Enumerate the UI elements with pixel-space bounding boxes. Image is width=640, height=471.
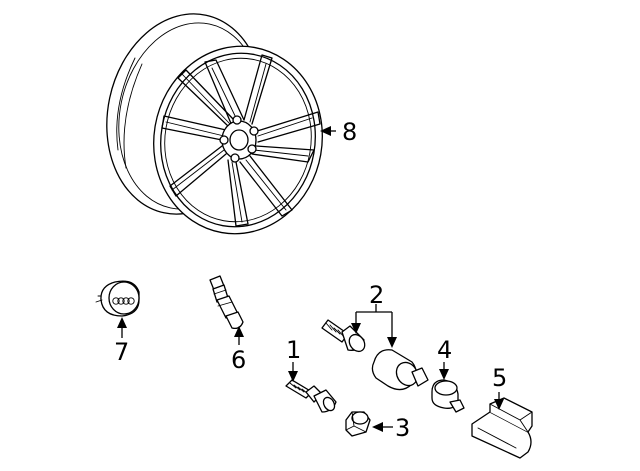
lug-bolt-illustration — [285, 379, 337, 413]
arrowhead-5 — [494, 399, 504, 410]
arrowhead-4 — [439, 369, 449, 380]
callout-8: 8 — [342, 118, 357, 146]
tire-pressure-valve-illustration — [209, 275, 244, 330]
arrowhead-1 — [288, 371, 298, 382]
arrowhead-7 — [117, 317, 127, 328]
center-cap-illustration — [95, 280, 140, 317]
callout-7: 7 — [114, 338, 129, 366]
arrowhead-8 — [320, 126, 331, 136]
arrowhead-2b — [387, 337, 397, 348]
locking-bolt-illustration — [321, 319, 366, 353]
callout-6: 6 — [231, 346, 246, 374]
lock-key-socket-illustration — [371, 349, 429, 391]
lug-nut-illustration — [345, 411, 371, 437]
arrowhead-6 — [234, 326, 244, 337]
callout-3: 3 — [395, 414, 410, 442]
callout-5: 5 — [492, 364, 507, 392]
wheel-illustration — [106, 13, 323, 235]
callout-4: 4 — [437, 336, 452, 364]
arrowhead-3 — [372, 422, 383, 432]
leader-bracket-2 — [355, 304, 393, 340]
valve-cap-illustration — [431, 379, 465, 413]
callout-2: 2 — [369, 281, 384, 309]
arrowhead-2a — [351, 323, 361, 334]
valve-tool-illustration — [471, 397, 533, 459]
callout-1: 1 — [286, 336, 301, 364]
